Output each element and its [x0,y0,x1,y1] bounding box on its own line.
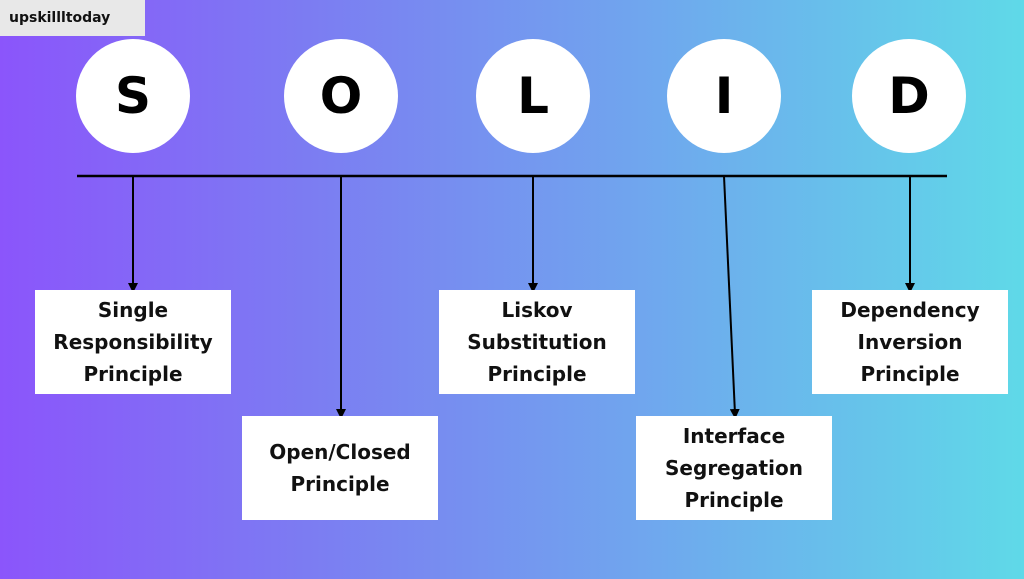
brand-tag: upskillltoday [0,0,145,36]
letter-circle-d: D [852,39,966,153]
letter-circle-o: O [284,39,398,153]
letter-circle-s: S [76,39,190,153]
principle-label: Liskov Substitution Principle [467,298,607,386]
principle-label: Interface Segregation Principle [665,424,803,512]
principle-box-dependency-inversion: Dependency Inversion Principle [812,290,1008,394]
letter-circle-l: L [476,39,590,153]
principle-label: Dependency Inversion Principle [840,298,980,386]
letter-circle-i: I [667,39,781,153]
principle-box-single-responsibility: Single Responsibility Principle [35,290,231,394]
principle-box-liskov-substitution: Liskov Substitution Principle [439,290,635,394]
principle-label: Open/Closed Principle [269,440,411,496]
principle-box-interface-segregation: Interface Segregation Principle [636,416,832,520]
principle-label: Single Responsibility Principle [53,298,213,386]
principle-box-open-closed: Open/Closed Principle [242,416,438,520]
arrow-i [723,175,740,419]
